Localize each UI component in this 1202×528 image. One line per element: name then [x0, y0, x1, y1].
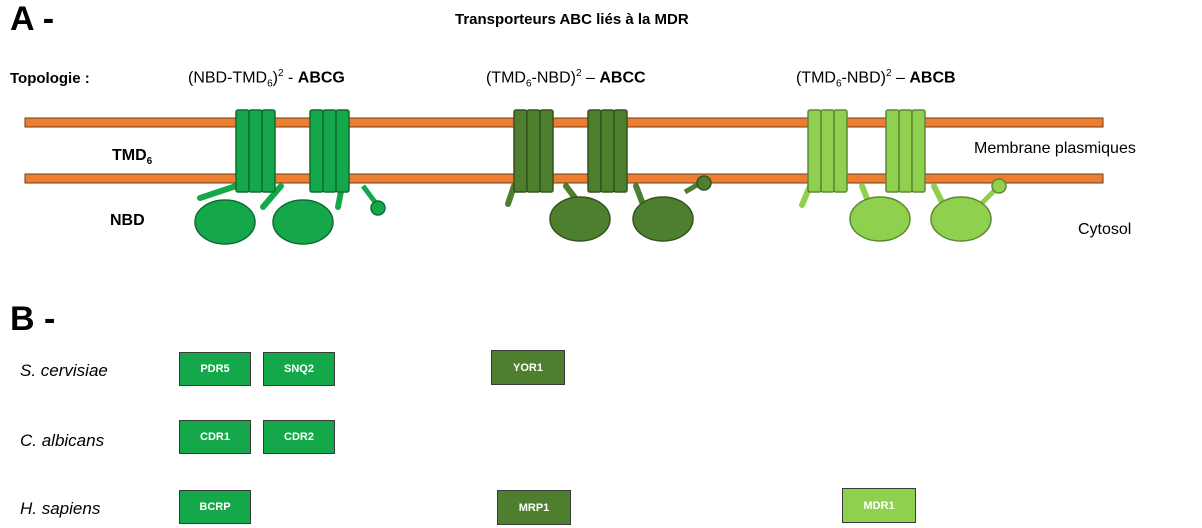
- abcg-tmd1-helix-1: [235, 109, 250, 193]
- abcc-tmd2-helix-1: [587, 109, 602, 193]
- protein-box-yor1: YOR1: [491, 350, 565, 385]
- abcb-tmd1-helix-2: [820, 109, 835, 193]
- abcb-tmd2-helix-1: [885, 109, 900, 193]
- abcg-tmd1-helix-3: [261, 109, 276, 193]
- species-label-h-sapiens: H. sapiens: [20, 499, 101, 518]
- abcc-nbd-2: [632, 196, 694, 242]
- family-label-abcb: (TMD6-NBD)2 – ABCB: [796, 68, 956, 90]
- abcb-tmd2-helix-2: [898, 109, 913, 193]
- abcc-tmd2-helix-2: [600, 109, 615, 193]
- protein-box-bcrp: BCRP: [179, 490, 251, 524]
- abcb-nbd-1: [849, 196, 911, 242]
- species-label-c-albicans: C. albicans: [20, 431, 105, 450]
- abcc-nbd-1: [549, 196, 611, 242]
- abcc-linker-0: [505, 183, 517, 207]
- abcg-tmd2-helix-2: [322, 109, 337, 193]
- transporters-layer: [194, 109, 1007, 245]
- tmd-label: TMD6: [112, 147, 153, 168]
- protein-box-mrp1: MRP1: [497, 490, 571, 525]
- species-label-s-cervisiae: S. cervisiae: [20, 361, 108, 380]
- abcg-tmd2-helix-1: [309, 109, 324, 193]
- protein-box-cdr2: CDR2: [263, 420, 335, 454]
- abcg-linker-1: [260, 183, 284, 210]
- protein-box-cdr1: CDR1: [179, 420, 251, 454]
- plasma-membrane: [24, 117, 1104, 184]
- abcg-nbd-2: [272, 199, 334, 245]
- family-label-abcg: (NBD-TMD6)2 - ABCG: [188, 68, 345, 90]
- figure-title: Transporteurs ABC liés à la MDR: [455, 11, 689, 28]
- family-label-abcc: (TMD6-NBD)2 – ABCC: [486, 68, 646, 90]
- membrane-outer-leaflet: [24, 117, 1104, 128]
- abcb-terminal-knob: [991, 178, 1007, 194]
- protein-box-snq2: SNQ2: [263, 352, 335, 386]
- abcc-terminal-knob: [696, 175, 712, 191]
- abcb-tmd2-helix-3: [911, 109, 926, 193]
- nbd-label: NBD: [110, 212, 145, 229]
- membrane-label: Membrane plasmiques: [974, 140, 1136, 157]
- abcb-tmd1-helix-1: [807, 109, 822, 193]
- abcg-linker-0: [197, 183, 239, 201]
- panel-b-letter: B -: [10, 300, 56, 338]
- abcb-tmd1-helix-3: [833, 109, 848, 193]
- abcg-tmd2-helix-3: [335, 109, 350, 193]
- abcg-terminal-knob: [370, 200, 386, 216]
- topology-label: Topologie :: [10, 70, 90, 87]
- abcg-nbd-1: [194, 199, 256, 245]
- protein-box-pdr5: PDR5: [179, 352, 251, 386]
- abcc-tmd2-helix-3: [613, 109, 628, 193]
- protein-box-mdr1: MDR1: [842, 488, 916, 523]
- abcc-tmd1-helix-1: [513, 109, 528, 193]
- abcg-tmd1-helix-2: [248, 109, 263, 193]
- abcb-nbd-2: [930, 196, 992, 242]
- panel-a-letter: A -: [10, 0, 55, 38]
- abcc-tmd1-helix-2: [526, 109, 541, 193]
- abcc-tmd1-helix-3: [539, 109, 554, 193]
- membrane-inner-leaflet: [24, 173, 1104, 184]
- cytosol-label: Cytosol: [1078, 221, 1132, 238]
